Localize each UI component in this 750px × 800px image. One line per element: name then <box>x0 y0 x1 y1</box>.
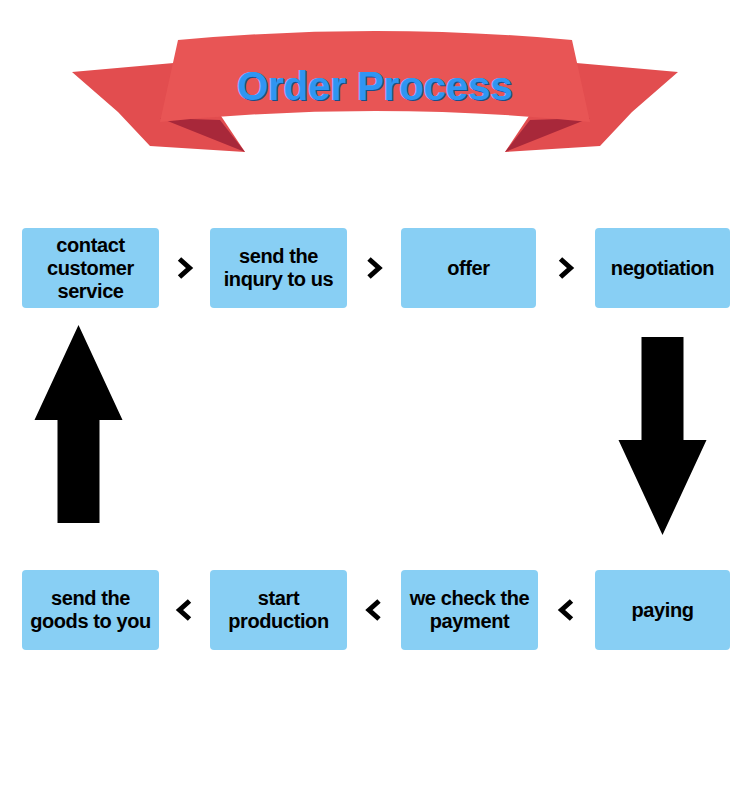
text-group: contact customer service <box>28 234 153 303</box>
flow-arrow <box>538 601 595 619</box>
ribbon-fold <box>505 118 590 152</box>
chevron-arrow <box>369 601 379 619</box>
box-label: we check the payment <box>407 587 532 633</box>
flow-arrow <box>536 259 595 277</box>
flow-arrow <box>347 259 401 277</box>
process-box: we check the payment <box>401 570 538 650</box>
connector-path <box>159 610 210 611</box>
box-label: negotiation <box>611 257 714 280</box>
process-box: send the inqury to us <box>210 228 347 308</box>
process-box: paying <box>595 570 730 650</box>
ribbon-fold <box>160 118 245 152</box>
text-group: start production <box>216 587 341 633</box>
flow-arrow <box>159 259 210 277</box>
text-group: send the inqury to us <box>216 245 341 291</box>
process-box: offer <box>401 228 536 308</box>
box-label: contact customer service <box>28 234 153 303</box>
flow-arrow <box>347 601 401 619</box>
flow-arrow <box>159 601 210 619</box>
box-label: send the goods to you <box>28 587 153 633</box>
flow-arrow <box>619 308 707 570</box>
process-box: contact customer service <box>22 228 159 308</box>
box-label: start production <box>216 587 341 633</box>
process-box: send the goods to you <box>22 570 159 650</box>
box-label: paying <box>631 599 693 622</box>
text-group: offer <box>447 257 489 280</box>
chevron-arrow <box>562 601 572 619</box>
diagram-title: Order Process <box>100 62 650 110</box>
text-group: send the goods to you <box>28 587 153 633</box>
chevron-arrow <box>561 259 571 277</box>
block-arrow <box>35 325 123 523</box>
connector-path <box>347 610 401 611</box>
connector-path <box>538 610 595 611</box>
box-label: offer <box>447 257 489 280</box>
process-box: start production <box>210 570 347 650</box>
process-box: negotiation <box>595 228 730 308</box>
flow-arrow <box>35 308 123 570</box>
connector-path <box>536 268 595 269</box>
chevron-arrow <box>180 259 190 277</box>
text-group: we check the payment <box>407 587 532 633</box>
chevron-arrow <box>369 259 379 277</box>
connector-path <box>159 268 210 269</box>
connector-path <box>347 268 401 269</box>
chevron-arrow <box>180 601 190 619</box>
text-group: paying <box>631 599 693 622</box>
box-label: send the inqury to us <box>216 245 341 291</box>
text-group: negotiation <box>611 257 714 280</box>
block-arrow <box>619 337 707 535</box>
